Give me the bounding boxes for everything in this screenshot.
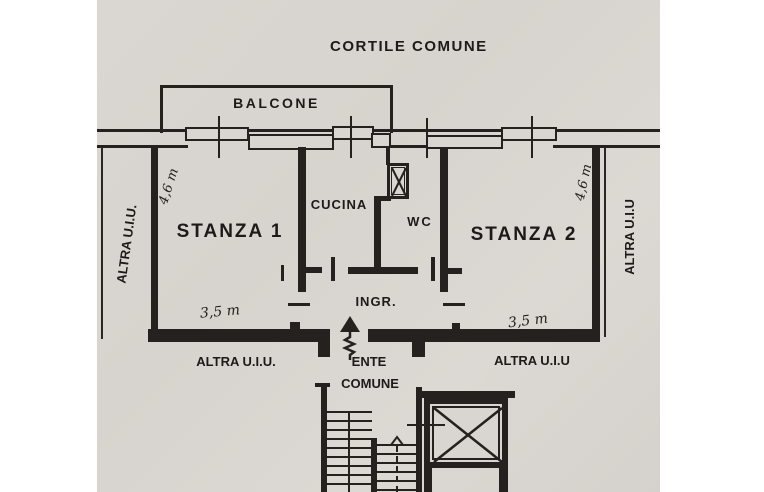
common-entity-label-line1: ENTE (351, 354, 387, 369)
stair-direction-arrow-icon (390, 435, 404, 446)
door-opening-dash (443, 303, 465, 306)
window-symbol (332, 126, 374, 140)
elevator-door-line (407, 424, 445, 426)
balcony-label: BALCONE (233, 95, 320, 111)
wall-leg (412, 342, 425, 357)
door-leaf-tick (331, 257, 335, 281)
right-neighbour-boundary (604, 147, 606, 337)
other-unit-right-label: ALTRA U.I.U (622, 199, 637, 275)
facade-wall-inner-line (553, 145, 660, 148)
stair-right-wall (416, 387, 422, 492)
facade-wall-inner-line (388, 145, 430, 148)
window-tick (531, 116, 533, 158)
facade-wall-outer-line (97, 129, 660, 132)
door-leaf-tick (431, 257, 435, 281)
bottom-wall-left-segment (148, 329, 330, 342)
courtyard-label: CORTILE COMUNE (330, 38, 488, 55)
wall-leg (318, 342, 330, 357)
wc-label: WC (407, 214, 433, 229)
balcony-outline: BALCONE (160, 85, 393, 133)
other-unit-bottom-right-label: ALTRA U.I.U (494, 353, 570, 368)
facade-wall-inner-line (97, 145, 188, 148)
window-symbol (371, 133, 391, 148)
elevator-x-icon (433, 407, 503, 463)
shaft-inner-box (391, 167, 407, 197)
elevator-top-wall (416, 391, 515, 398)
window-tick (350, 116, 352, 158)
wall-jog (374, 196, 391, 201)
entrance-arrow-icon (340, 316, 360, 360)
door-jamb (448, 268, 462, 274)
room2-label: STANZA 2 (470, 224, 578, 245)
bottom-wall-right-segment (368, 329, 600, 342)
door-jamb (306, 267, 322, 273)
elevator-shaft (424, 398, 508, 468)
shaft-box (387, 163, 409, 199)
wall-kitchen-wc (374, 197, 381, 270)
stair-flight-divider (348, 411, 350, 492)
apartment-left-wall (151, 145, 158, 342)
apartment-right-wall (592, 147, 600, 342)
balcony-door-symbol (426, 135, 503, 149)
wall-wc-room2 (440, 147, 448, 292)
entry-hall-label: INGR. (355, 294, 397, 309)
hall-wall (348, 267, 418, 274)
window-tick (426, 118, 428, 158)
window-symbol (185, 127, 249, 141)
door-leaf-tick (281, 265, 284, 281)
elevator-lower-right-wall (499, 466, 508, 492)
elevator-lower-left-wall (424, 466, 432, 492)
window-symbol (501, 127, 557, 141)
wall-room1-kitchen (298, 147, 306, 292)
stair-direction-line (396, 446, 398, 492)
stair-left-wall (321, 384, 327, 492)
other-unit-bottom-left-label: ALTRA U.I.U. (196, 354, 276, 369)
wall-notch (290, 322, 300, 329)
shaft-feed-wall (386, 147, 390, 165)
left-neighbour-boundary (101, 147, 103, 339)
kitchen-label: CUCINA (310, 197, 368, 212)
wall-notch (452, 323, 460, 329)
stair-middle-wall (371, 438, 377, 492)
common-entity-label-line2: COMUNE (341, 376, 399, 391)
room1-label: STANZA 1 (176, 221, 284, 242)
window-tick (218, 116, 220, 158)
balcony-door-symbol (248, 134, 334, 150)
elevator-cab (432, 406, 503, 463)
shaft-x-icon (391, 167, 407, 197)
door-opening-dash (288, 303, 310, 306)
